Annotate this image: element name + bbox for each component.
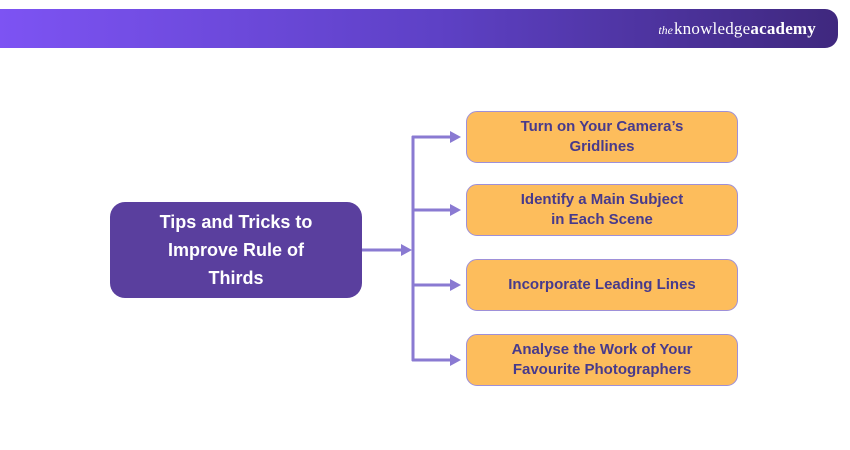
- brand-logo: theknowledgeacademy: [658, 20, 816, 38]
- branch-node-gridlines: Turn on Your Camera’s Gridlines: [466, 111, 738, 163]
- branch-node-analyse-photographers: Analyse the Work of Your Favourite Photo…: [466, 334, 738, 386]
- branch-node-main-subject: Identify a Main Subject in Each Scene: [466, 184, 738, 236]
- arrowhead-root: [401, 244, 412, 256]
- header-bar: theknowledgeacademy: [0, 9, 838, 48]
- arrowhead-branch-4: [450, 354, 461, 366]
- arrowhead-branch-2: [450, 204, 461, 216]
- arrowhead-branch-1: [450, 131, 461, 143]
- branch-node-leading-lines: Incorporate Leading Lines: [466, 259, 738, 311]
- root-node: Tips and Tricks to Improve Rule of Third…: [110, 202, 362, 298]
- logo-word-knowledge: knowledge: [673, 18, 751, 38]
- logo-word-academy: academy: [750, 18, 816, 38]
- logo-word-the: the: [658, 22, 673, 37]
- arrowhead-branch-3: [450, 279, 461, 291]
